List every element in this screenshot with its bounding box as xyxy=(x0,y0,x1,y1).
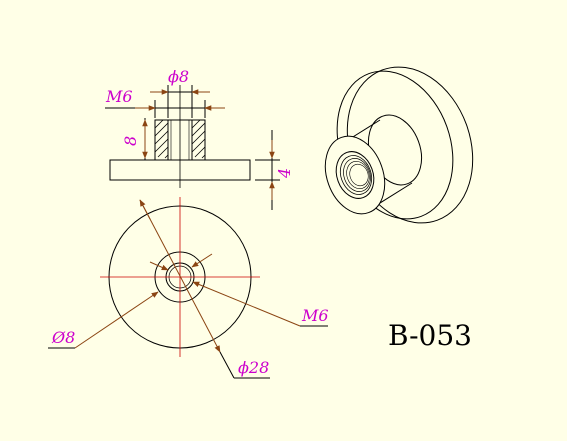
leader-outer-diameter xyxy=(74,291,159,349)
leader-flange-diameter xyxy=(139,199,221,353)
top-view xyxy=(48,197,328,379)
part-number: B-053 xyxy=(388,319,472,352)
front-view xyxy=(105,85,280,210)
top-flange-diameter-label: ϕ28 xyxy=(238,358,269,377)
top-thread-label: M6 xyxy=(301,306,329,325)
isometric-view xyxy=(324,66,474,224)
boss-front-face xyxy=(324,135,386,215)
leader-thread xyxy=(192,281,301,327)
front-flange-thickness-label: 4 xyxy=(275,168,294,179)
thread-hatching-left xyxy=(154,119,169,159)
front-diameter-label: ϕ8 xyxy=(168,67,189,86)
top-outer-diameter-label: Ø8 xyxy=(51,328,75,347)
front-thread-label: M6 xyxy=(105,87,133,106)
thread-hatching-right xyxy=(191,119,206,159)
front-height-label: 8 xyxy=(121,136,140,146)
threaded-hole-outer xyxy=(335,151,375,199)
